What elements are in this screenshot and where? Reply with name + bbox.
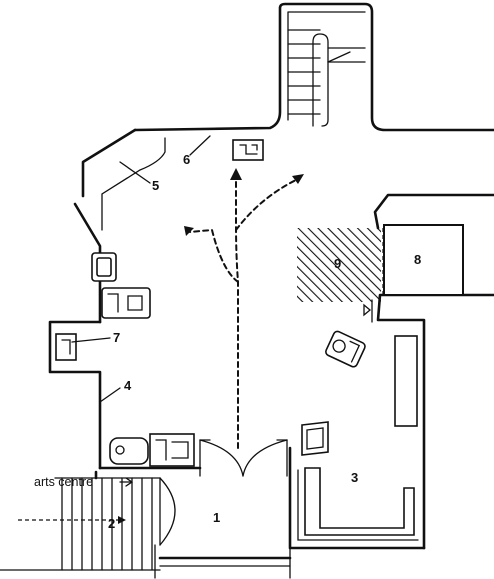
label-1: 1 — [213, 510, 220, 525]
room-8 — [382, 224, 464, 296]
label-2: 2 — [108, 516, 115, 531]
furniture-left — [55, 252, 195, 467]
label-8: 8 — [414, 252, 421, 267]
visitor-routes — [18, 168, 304, 524]
entrance-doors — [159, 439, 288, 546]
leader-lines — [71, 135, 211, 403]
area-9-hatched — [297, 228, 381, 302]
label-4: 4 — [124, 378, 132, 393]
label-5: 5 — [152, 178, 159, 193]
fixture-6 — [232, 139, 264, 161]
label-3: 3 — [351, 470, 358, 485]
label-6: 6 — [183, 152, 190, 167]
entrance-label: arts centre — [34, 475, 93, 489]
staircase — [287, 11, 366, 127]
entrance-steps — [54, 477, 161, 571]
furniture-right — [301, 299, 418, 536]
area-labels: 1 2 3 4 5 6 7 8 9 arts centre — [34, 152, 421, 531]
label-7: 7 — [113, 330, 120, 345]
label-9: 9 — [334, 256, 341, 271]
